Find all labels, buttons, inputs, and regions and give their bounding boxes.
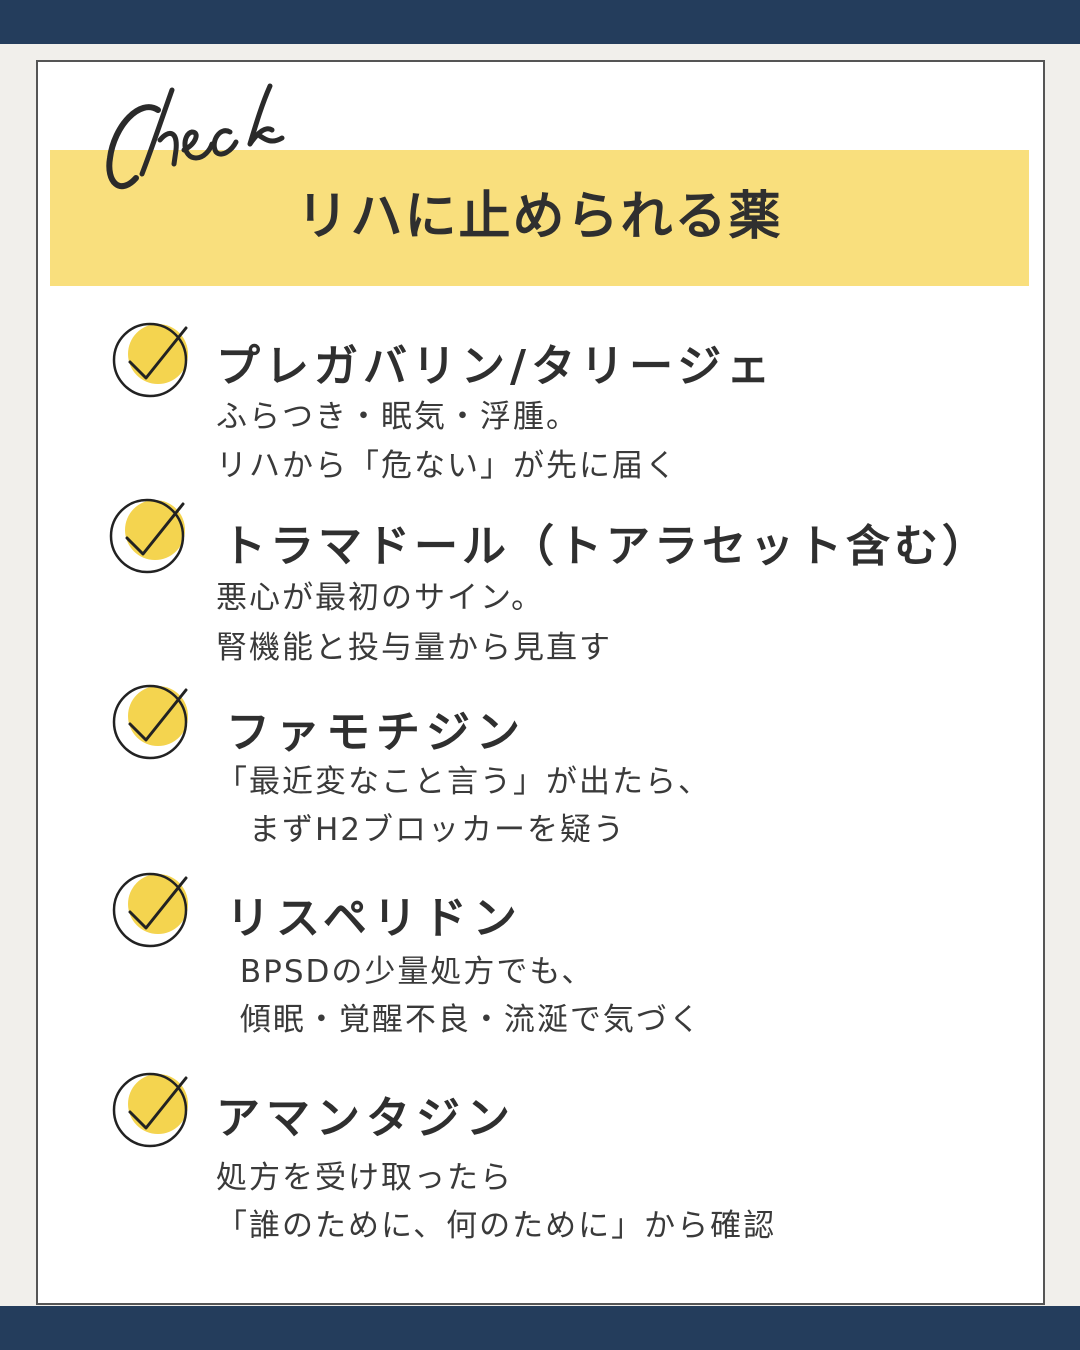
item-desc-line1: BPSDの少量処方でも、 xyxy=(228,954,595,990)
item-desc-line2: まずH2ブロッカーを疑う xyxy=(216,812,627,848)
item-desc-line1: 悪心が最初のサイン。 xyxy=(216,580,545,616)
check-circle-icon xyxy=(108,866,192,950)
title-banner xyxy=(50,150,1029,286)
item-desc-line2: 腎機能と投与量から見直す xyxy=(216,630,612,666)
item-desc-line1: 「最近変なこと言う」が出たら、 xyxy=(216,764,711,800)
check-circle-icon xyxy=(108,1066,192,1150)
item-desc-line1: 処方を受け取ったら xyxy=(216,1160,513,1196)
item-title: プレガバリン/タリージェ xyxy=(216,341,776,392)
check-circle-icon xyxy=(108,678,192,762)
item-desc-line2: 傾眠・覚醒不良・流涎で気づく xyxy=(228,1002,702,1038)
item-desc-line2: 「誰のために、何のために」から確認 xyxy=(216,1208,777,1244)
item-title: アマンタジン xyxy=(216,1093,516,1144)
top-bar xyxy=(0,0,1080,44)
check-circle-icon xyxy=(108,316,192,400)
item-desc-line2: リハから「危ない」が先に届く xyxy=(216,448,678,484)
check-circle-icon xyxy=(105,492,189,576)
check-script-logo xyxy=(100,78,290,198)
item-title: リスペリドン xyxy=(226,893,523,944)
item-title: トラマドール（トアラセット含む） xyxy=(222,521,990,572)
item-title: ファモチジン xyxy=(226,707,526,758)
item-desc-line1: ふらつき・眠気・浮腫。 xyxy=(216,399,579,435)
bottom-bar xyxy=(0,1306,1080,1350)
page-title: リハに止められる薬 xyxy=(296,187,783,247)
